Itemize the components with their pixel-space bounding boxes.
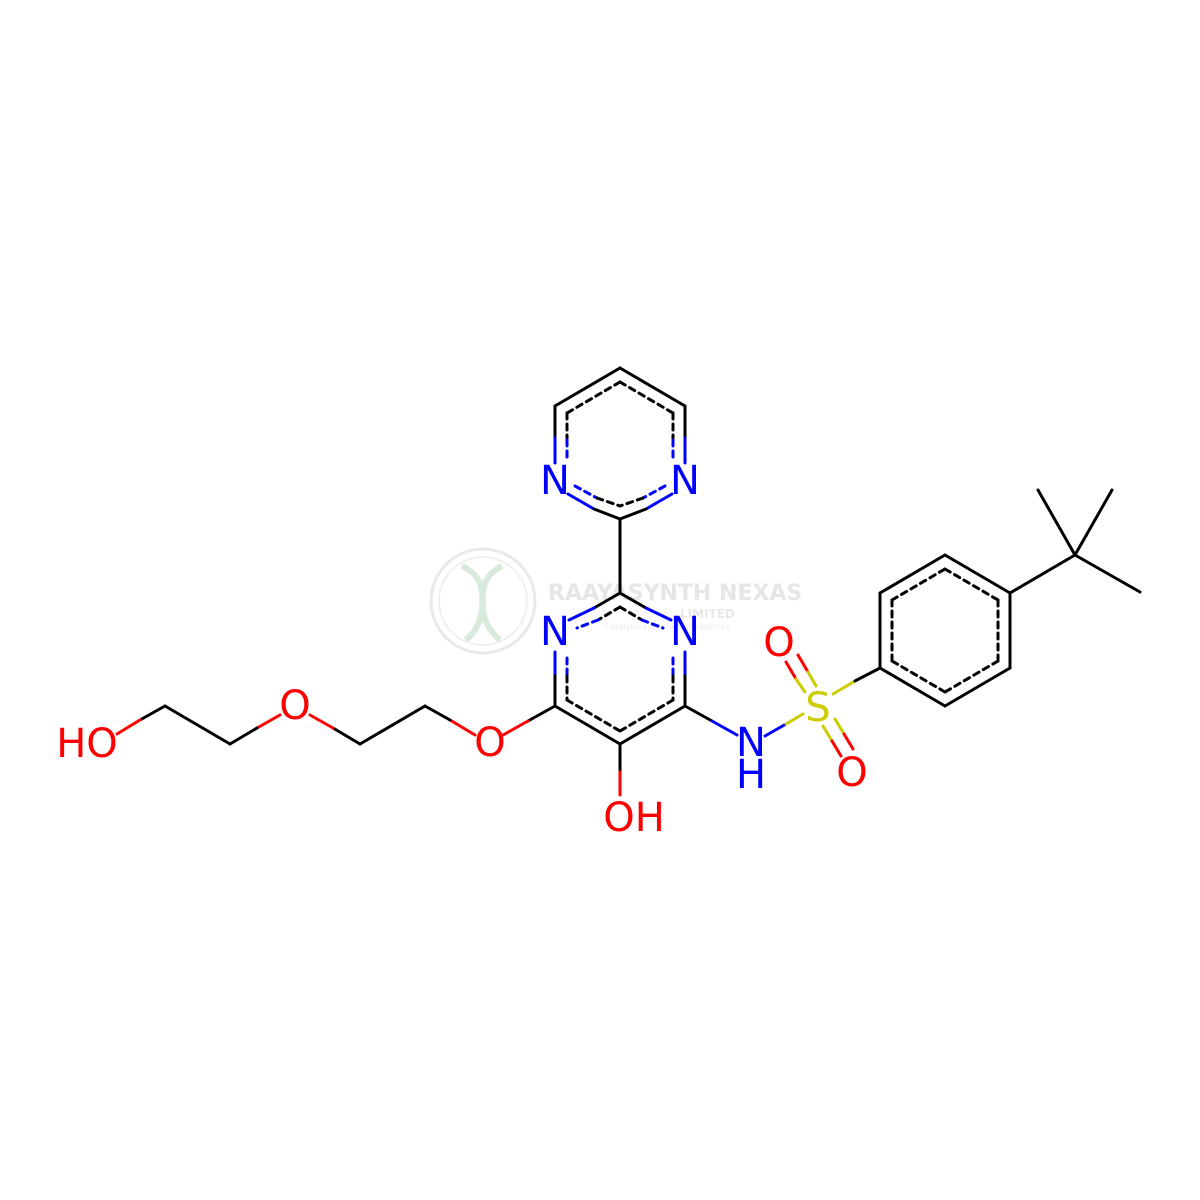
bond: [710, 719, 739, 737]
bond: [794, 677, 807, 694]
terminal-hydroxyl-label: HO: [56, 721, 118, 767]
bond: [683, 704, 714, 723]
peg-chain: [115, 704, 477, 746]
bond: [842, 732, 855, 751]
bond: [806, 670, 818, 688]
bond: [592, 591, 622, 610]
watermark-logo-inner-ring: [438, 556, 528, 646]
sulfonamide-n-label: N: [736, 720, 766, 766]
bond: [553, 704, 622, 746]
bond: [592, 507, 622, 521]
bond: [255, 713, 282, 730]
ether-oxygen-2-label: O: [279, 683, 310, 729]
bond: [138, 704, 167, 722]
watermark-logo-ring: [429, 547, 537, 655]
pyrimidine-ring-core: [501, 591, 739, 797]
bond: [358, 704, 427, 746]
core-hydroxyl-label: OH: [603, 795, 665, 841]
watermark-company: RAAYASYNTH NEXAS: [548, 581, 802, 606]
bond: [830, 739, 843, 758]
bond: [796, 653, 810, 674]
bond: [618, 507, 648, 521]
bond: [115, 718, 142, 736]
watermark: RAAYASYNTH NEXAS LIMITED Catalysing a Sc…: [429, 547, 802, 655]
bond: [618, 704, 687, 746]
bond: [831, 679, 857, 696]
ether-oxygen-1-label: O: [474, 720, 505, 766]
aromatic-dashes: [565, 380, 675, 508]
bond: [618, 591, 648, 610]
pyrimidine-n-right-label: N: [670, 458, 700, 504]
bond: [553, 366, 622, 408]
bond: [501, 719, 530, 737]
bond: [448, 718, 477, 737]
sulfonyl-oxygen-bottom-label: O: [836, 750, 867, 796]
bond: [163, 704, 232, 746]
bond: [784, 712, 805, 726]
bond: [853, 666, 882, 683]
core-n-right-label: N: [670, 609, 700, 655]
bond: [821, 724, 834, 743]
core-n-left-label: N: [540, 609, 570, 655]
benzene-ring: [878, 488, 1142, 708]
bond: [526, 704, 557, 723]
bond: [763, 722, 788, 738]
watermark-subtitle: LIMITED: [680, 607, 735, 621]
bond: [423, 704, 452, 722]
tert-butyl-bond: [1008, 553, 1077, 595]
bond: [644, 492, 674, 511]
sulfonamide-group: [763, 653, 882, 758]
bond: [331, 726, 362, 746]
bond: [308, 713, 335, 730]
bond: [566, 492, 596, 511]
pyrimidine-ring-top: [553, 366, 687, 595]
bond: [833, 717, 846, 736]
sulfonyl-oxygen-top-label: O: [763, 620, 794, 666]
bond: [618, 366, 687, 408]
dna-helix-icon: [460, 563, 504, 643]
watermark-tagline: Catalysing a Scientist's Journey: [605, 622, 731, 631]
sulfonamide-h-label: H: [736, 752, 766, 798]
sulfur-label: S: [805, 685, 830, 731]
bond: [784, 660, 798, 681]
bond: [228, 726, 259, 746]
aromatic-dashes: [565, 605, 675, 733]
bond: [567, 606, 596, 622]
pyrimidine-n-left-label: N: [540, 458, 570, 504]
bond: [644, 606, 673, 622]
